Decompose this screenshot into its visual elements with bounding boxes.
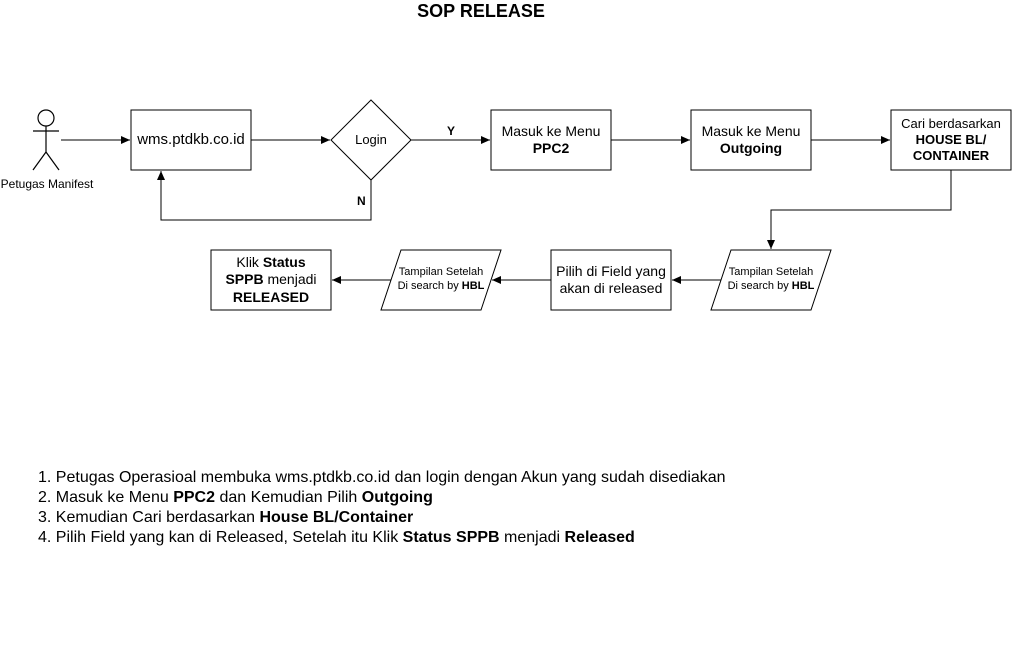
edge-label-no: N — [357, 194, 366, 208]
edge-label-yes: Y — [447, 124, 456, 138]
outgoing-node — [690, 109, 812, 171]
login-decision-label: Login — [355, 131, 387, 147]
outgoing-node-label: Masuk ke Menu Outgoing — [701, 122, 801, 157]
step-item: 3. Kemudian Cari berdasarkan House BL/Co… — [38, 509, 414, 526]
website-node — [130, 109, 252, 171]
step-item: 2. Masuk ke Menu PPC2 dan Kemudian Pilih… — [38, 489, 433, 506]
search-node — [890, 109, 1012, 171]
ppc2-node-label: Masuk ke Menu PPC2 — [501, 122, 601, 157]
display-hbl-left-label: Tampilan Setelah Di search by HBL — [397, 266, 485, 292]
actor-icon — [32, 109, 60, 171]
page-title: SOP RELEASE — [417, 1, 545, 21]
search-node-label: Cari berdasarkan HOUSE BL/ CONTAINER — [901, 115, 1001, 164]
click-status-node — [210, 249, 332, 311]
display-hbl-node-right — [710, 249, 832, 311]
website-node-label: wms.ptdkb.co.id — [137, 130, 245, 148]
step-item: 1. Petugas Operasioal membuka wms.ptdkb.… — [38, 469, 726, 486]
click-status-node-label: Klik Status SPPB menjadi RELEASED — [225, 253, 317, 305]
ppc2-node — [490, 109, 612, 171]
pick-field-node-label: Pilih di Field yang akan di released — [556, 262, 666, 297]
edge-search-display — [767, 170, 952, 249]
edge-login-no — [157, 171, 372, 221]
display-hbl-node-left — [380, 249, 502, 311]
steps-list: 1. Petugas Operasioal membuka wms.ptdkb.… — [38, 468, 726, 548]
display-hbl-right-label: Tampilan Setelah Di search by HBL — [727, 266, 815, 292]
actor-label: Petugas Manifest — [0, 177, 94, 191]
pick-field-node — [550, 249, 672, 311]
step-item: 4. Pilih Field yang kan di Released, Set… — [38, 529, 635, 546]
